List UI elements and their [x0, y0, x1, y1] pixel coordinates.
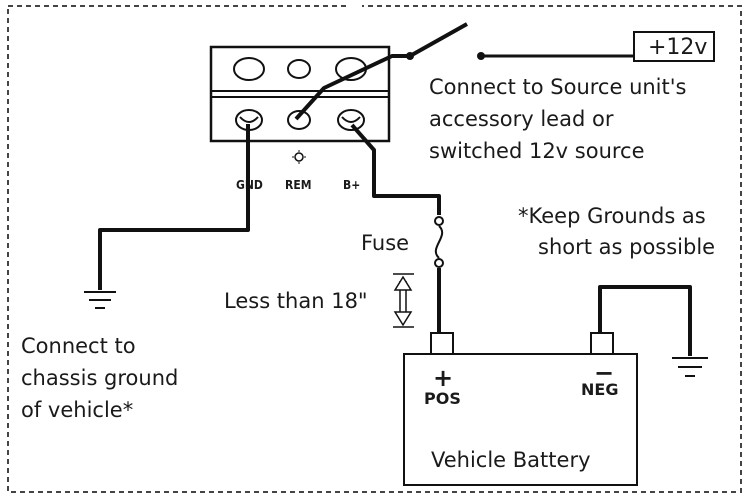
distance-label: Less than 18"	[224, 289, 368, 313]
source-note-line-3: switched 12v source	[429, 139, 645, 163]
grounds-note-line-2: short as possible	[538, 235, 715, 259]
led-indicator	[292, 150, 306, 164]
battery-neg-terminal	[590, 332, 614, 355]
rem-wire	[294, 54, 410, 121]
battery-pos-terminal	[430, 332, 454, 355]
fuse-label: Fuse	[361, 231, 409, 255]
battery-label: Vehicle Battery	[431, 448, 591, 472]
neg-ground-wire	[598, 285, 692, 356]
amplifier-terminal-block	[209, 45, 391, 143]
bplus-wire	[350, 123, 441, 215]
vehicle-battery	[403, 332, 638, 486]
chassis-note-line-1: Connect to	[21, 334, 136, 358]
rem-screw	[287, 110, 311, 130]
gnd-wire	[98, 124, 250, 290]
chassis-note: Connect to chassis ground of vehicle*	[21, 334, 178, 422]
source-box	[633, 31, 715, 62]
chassis-note-line-2: chassis ground	[21, 366, 178, 390]
switch-lever	[409, 22, 468, 58]
grounds-note: *Keep Grounds as short as possible	[518, 204, 715, 259]
battery-ground-symbol	[672, 357, 708, 377]
terminal-label-rem: REM	[285, 178, 311, 192]
battery-pos-sign: +	[433, 364, 453, 392]
distance-indicator	[393, 273, 414, 328]
source-note-line-1: Connect to Source unit's	[429, 75, 686, 99]
dashed-border	[7, 5, 742, 493]
battery-pos-label: POS	[424, 389, 461, 408]
battery-neg-label: NEG	[581, 380, 618, 399]
fuse-holder-top	[434, 216, 444, 226]
fuse-holder-bottom	[434, 258, 444, 268]
fuse-icon	[434, 225, 444, 259]
grounds-note-line-1: *Keep Grounds as	[518, 204, 706, 228]
top-screw-middle	[287, 59, 311, 79]
battery-neg-sign: −	[594, 359, 614, 387]
source-box-label: +12v	[648, 35, 707, 60]
source-note-line-2: accessory lead or	[429, 107, 614, 131]
border-gap	[348, 1, 362, 11]
bplus-screw	[337, 109, 365, 131]
chassis-note-line-3: of vehicle*	[21, 398, 133, 422]
terminal-label-bplus: B+	[343, 178, 360, 192]
chassis-ground-symbol	[84, 291, 116, 309]
source-note: Connect to Source unit's accessory lead …	[429, 75, 686, 163]
top-screw-left	[233, 57, 265, 81]
